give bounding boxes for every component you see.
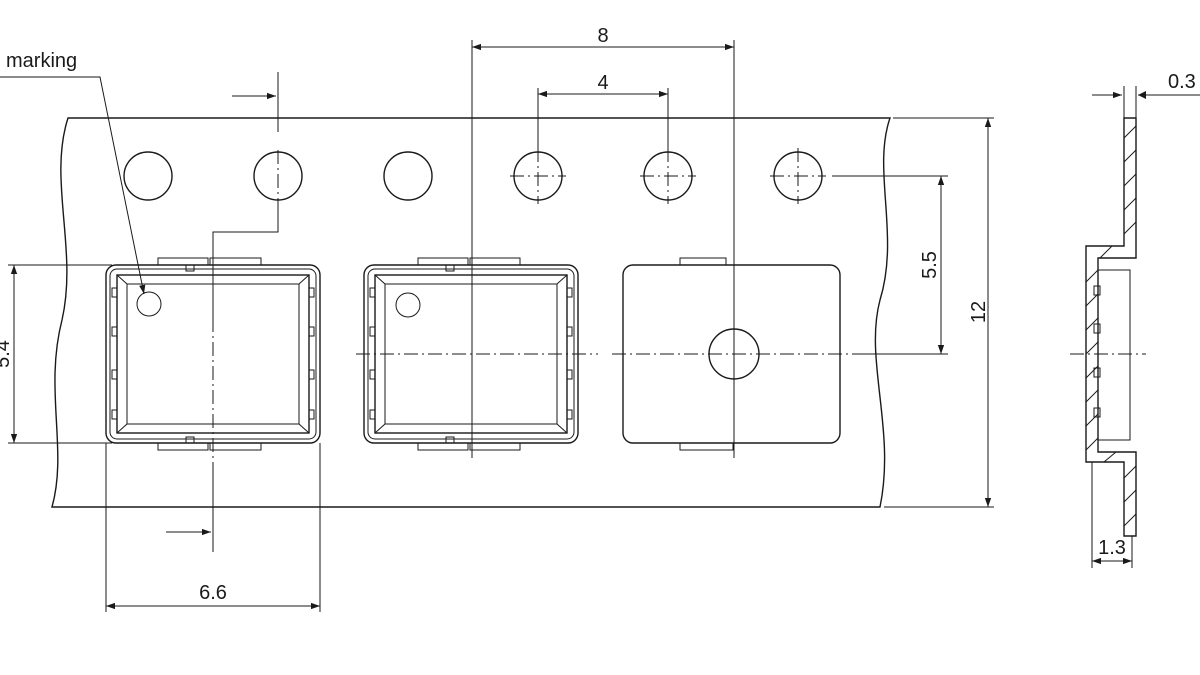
dim-label-6-6: 6.6 <box>199 582 227 604</box>
sprocket-hole <box>383 151 433 201</box>
marking-label: marking <box>6 50 77 72</box>
dimension-tape-thickness: 0.3 <box>1092 71 1200 118</box>
dimension-hole-to-center: 5.5 <box>832 175 948 355</box>
marking-callout: marking <box>0 50 146 295</box>
dim-label-1-3: 1.3 <box>1098 537 1126 559</box>
sprocket-holes <box>123 151 823 201</box>
dim-label-4: 4 <box>597 72 608 94</box>
dimension-part-height: 5.4 <box>0 264 112 444</box>
dimension-tape-width: 12 <box>884 117 994 508</box>
hole-centerlines <box>277 148 826 204</box>
carrier-tape-outline <box>51 117 891 508</box>
sprocket-hole <box>123 151 173 201</box>
dim-label-8: 8 <box>597 25 608 47</box>
dimension-part-width: 6.6 <box>105 443 321 612</box>
section-arrows <box>166 72 279 552</box>
dimension-pocket-depth: 1.3 <box>1091 462 1133 568</box>
dimension-pocket-pitch: 8 <box>472 25 734 51</box>
marking-dot <box>136 291 162 317</box>
dim-label-5-4: 5.4 <box>0 340 14 368</box>
dim-label-0-3: 0.3 <box>1168 71 1196 93</box>
marking-dot <box>395 292 421 318</box>
dim-label-12: 12 <box>968 301 990 323</box>
side-section-view <box>1070 117 1146 537</box>
dim-label-5-5: 5.5 <box>919 251 941 279</box>
dimension-hole-pitch: 4 <box>537 72 669 150</box>
